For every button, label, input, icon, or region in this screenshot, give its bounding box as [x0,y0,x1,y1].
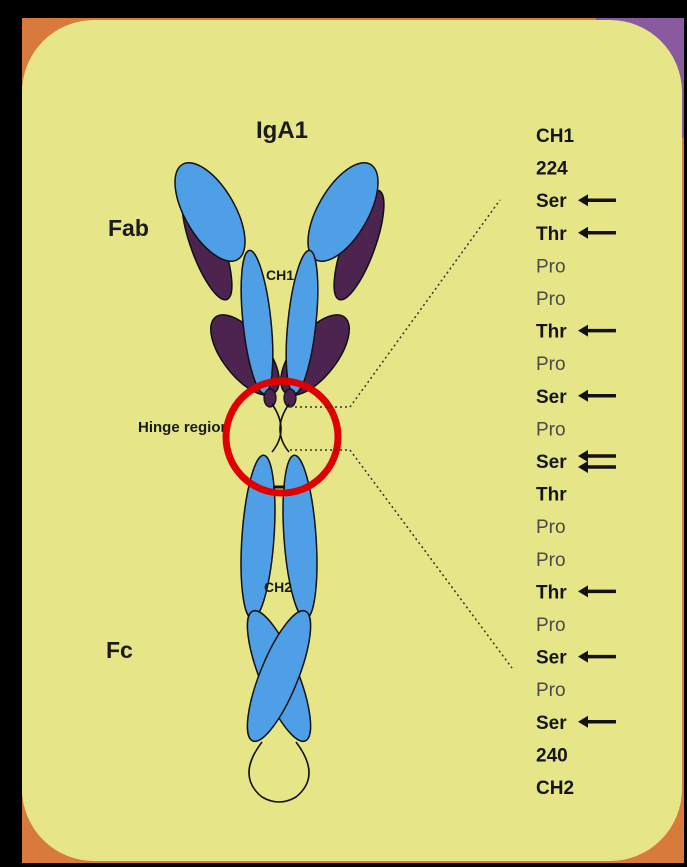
sequence-residue: Pro [536,517,566,538]
sequence-residue: 224 [536,159,568,180]
sequence-residue: Ser [536,713,567,734]
sequence-residue: CH2 [536,778,574,799]
sequence-residue: Thr [536,582,567,603]
sequence-residue: Ser [536,191,567,212]
sequence-residue: Ser [536,648,567,669]
sequence-residue: Thr [536,485,567,506]
sequence-residue: Ser [536,387,567,408]
ch2-label: CH2 [264,579,292,595]
sequence-residue: Thr [536,224,567,245]
sequence-residue: Pro [536,354,566,375]
hinge-region-label: Hinge region [138,419,230,436]
fc-label: Fc [106,637,133,663]
sequence-residue: CH1 [536,126,574,147]
sequence-residue: Pro [536,256,566,277]
sequence-residue: Ser [536,452,567,473]
sequence-residue: Pro [536,615,566,636]
diagram-panel [22,20,682,861]
diagram-title: IgA1 [256,117,308,144]
sequence-residue: Pro [536,419,566,440]
right-hinge-knob [284,389,296,407]
sequence-residue: 240 [536,745,568,766]
ch1-label: CH1 [266,267,294,283]
fab-label: Fab [108,215,149,241]
left-hinge-knob [264,389,276,407]
sequence-residue: Pro [536,680,566,701]
sequence-residue: Thr [536,322,567,343]
sequence-residue: Pro [536,550,566,571]
sequence-residue: Pro [536,289,566,310]
